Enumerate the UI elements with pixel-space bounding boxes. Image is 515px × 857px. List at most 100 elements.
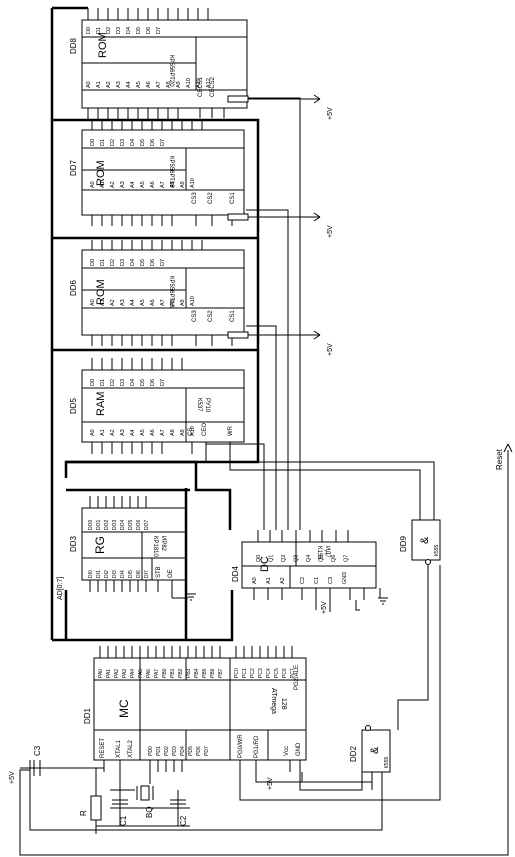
dd5-a-pin-label: A6	[150, 429, 156, 436]
dd7-type: ROM	[95, 160, 107, 186]
dd1-gnd: GND	[296, 742, 302, 756]
dd8-a-pin-label: A1	[96, 81, 102, 88]
dd6-a-pin-label: A6	[150, 299, 156, 306]
dd3-do-pin-label: DO7	[144, 520, 150, 531]
dd7-a-pin-label: A10	[190, 178, 196, 188]
dd7-d-pin-label: D7	[160, 139, 166, 146]
dd8-d-pin-label: D6	[146, 27, 152, 34]
dd6-id: DD6	[69, 279, 78, 296]
dd6-d-pin-label: D0	[90, 259, 96, 266]
dd1-pc-pin-label: PC4	[266, 668, 272, 678]
dd3-di-pin-label: DI7	[144, 570, 150, 578]
dd5-d-pin-label: D6	[150, 379, 156, 386]
dd7-d-pin-label: D0	[90, 139, 96, 146]
dd3-di-pin-label: DI1	[96, 570, 102, 578]
dd5-d-pin-label: D7	[160, 379, 166, 386]
dd1-pd-pin-label: PD4	[180, 746, 186, 756]
dd7-part: КР556РТ18	[168, 156, 174, 188]
dd5-a-pin-label: A3	[120, 429, 126, 436]
dd8-a-pin-label: A9	[176, 81, 182, 88]
dd1-pc-pin-label: PC3	[258, 668, 264, 678]
dd2-id: DD2	[349, 745, 358, 762]
dd4-5v-label: +5V	[321, 601, 328, 614]
dd8-a-pin-label: A3	[116, 81, 122, 88]
dd7-d-pin-label: D4	[130, 139, 136, 146]
dd1-pg2: PG2/ALE	[294, 665, 300, 690]
dd8-a-pin-label: A0	[86, 81, 92, 88]
dd7-a-pin-label: A8	[170, 181, 176, 188]
dd4-chip	[241, 530, 377, 600]
dd6-a-pin-label: A10	[190, 296, 196, 306]
dd4-a-pin-label: A1	[266, 577, 272, 584]
dd1-pb-pin-label: PB3	[186, 668, 192, 678]
dd1-pd-pin-label: PD1	[156, 746, 162, 756]
left-5v-label: +5V	[9, 771, 16, 784]
dd6-a-pin-label: A8	[170, 299, 176, 306]
dd3-do-pin-label: DO6	[136, 520, 142, 531]
control-wiring	[29, 454, 441, 831]
dd5-a-pin-label: A5	[140, 429, 146, 436]
dd3-do-pin-label: DO3	[112, 520, 118, 531]
dd1-pc-pin-label: PC0	[234, 668, 240, 678]
c2-label: C2	[179, 815, 188, 826]
dd1-part2: 128	[280, 698, 287, 710]
dd3-stb: STB	[156, 566, 162, 578]
dd9-symbol: &	[419, 536, 431, 544]
dd4-q-pin-label: Q4	[306, 555, 312, 562]
dd1-pc-pin-label: PC6	[282, 668, 288, 678]
dd8-d-pin-label: D5	[136, 27, 142, 34]
dd5-chip	[81, 358, 245, 454]
dd8-d-pin-label: D7	[156, 27, 162, 34]
dd3-do-pin-label: DO5	[128, 520, 134, 531]
ground-symbols	[186, 593, 388, 783]
dd5-part2: РУ10	[204, 398, 210, 413]
dd7-a-pin-label: A7	[160, 181, 166, 188]
c3-label: C3	[33, 745, 42, 756]
dd7-5v-label: +5V	[327, 225, 334, 238]
dd1-type: MC	[117, 699, 131, 718]
dd7-cs1: CS1	[230, 192, 236, 204]
dd5-type: RAM	[95, 392, 107, 416]
dd7-a-pin-label: A9	[180, 181, 186, 188]
dd7-d-pin-label: D5	[140, 139, 146, 146]
dd2-gate	[361, 725, 391, 790]
dd6-a-pin-label: A3	[120, 299, 126, 306]
dd1-pd-pin-label: PD5	[188, 746, 194, 756]
dd1-pd-pin-label: PD0	[148, 746, 154, 756]
dd1-5v-label: +5V	[267, 777, 274, 790]
dd8-a-pin-label: A10	[186, 78, 192, 88]
dd5-part1: К537	[196, 398, 202, 412]
bus-lines	[50, 6, 260, 642]
dd1-pa-pin-label: PA0	[98, 669, 104, 678]
dd7-d-pin-label: D1	[100, 139, 106, 146]
dd5-d-pin-label: D4	[130, 379, 136, 386]
dd1-pd-pin-label: PD2	[164, 746, 170, 756]
dd8-a-pin-label: A5	[136, 81, 142, 88]
dd6-a-pin-label: A2	[110, 299, 116, 306]
dd8-type: ROM	[97, 32, 109, 58]
dd1-pb-pin-label: PB1	[170, 668, 176, 678]
dd8-5v-label: +5V	[327, 107, 334, 120]
dd6-cs2: CS2	[208, 310, 214, 322]
dd1-vcc: Vcc	[284, 746, 290, 756]
dd1-pa-pin-label: PA4	[130, 669, 136, 678]
r-label: R	[79, 810, 88, 816]
dd8-cecs2: CECS2	[210, 76, 216, 97]
dd8-a-pin-label: A11	[196, 79, 202, 88]
dd4-part1: К155	[316, 546, 322, 560]
dd1-pa-pin-label: PA6	[146, 669, 152, 678]
dd1-xtal2: XTAL2	[128, 739, 134, 758]
dd5-ceo: CEO	[202, 423, 208, 436]
dd7-a-pin-label: A2	[110, 181, 116, 188]
dd6-d-pin-label: D2	[110, 259, 116, 266]
dd1-id: DD1	[83, 707, 92, 724]
dd8-a-pin-label: A2	[106, 81, 112, 88]
dd6-cs3: CS3	[192, 310, 198, 322]
dd8-d-pin-label: D4	[126, 27, 132, 34]
dd2-part: К555	[384, 757, 390, 768]
dd5-a-pin-label: A10	[190, 426, 196, 436]
dd9-gate	[411, 508, 441, 565]
dd4-c-pin-label: C3	[328, 577, 334, 584]
dd3-id: DD3	[69, 535, 78, 552]
dd5-a-pin-label: A8	[170, 429, 176, 436]
